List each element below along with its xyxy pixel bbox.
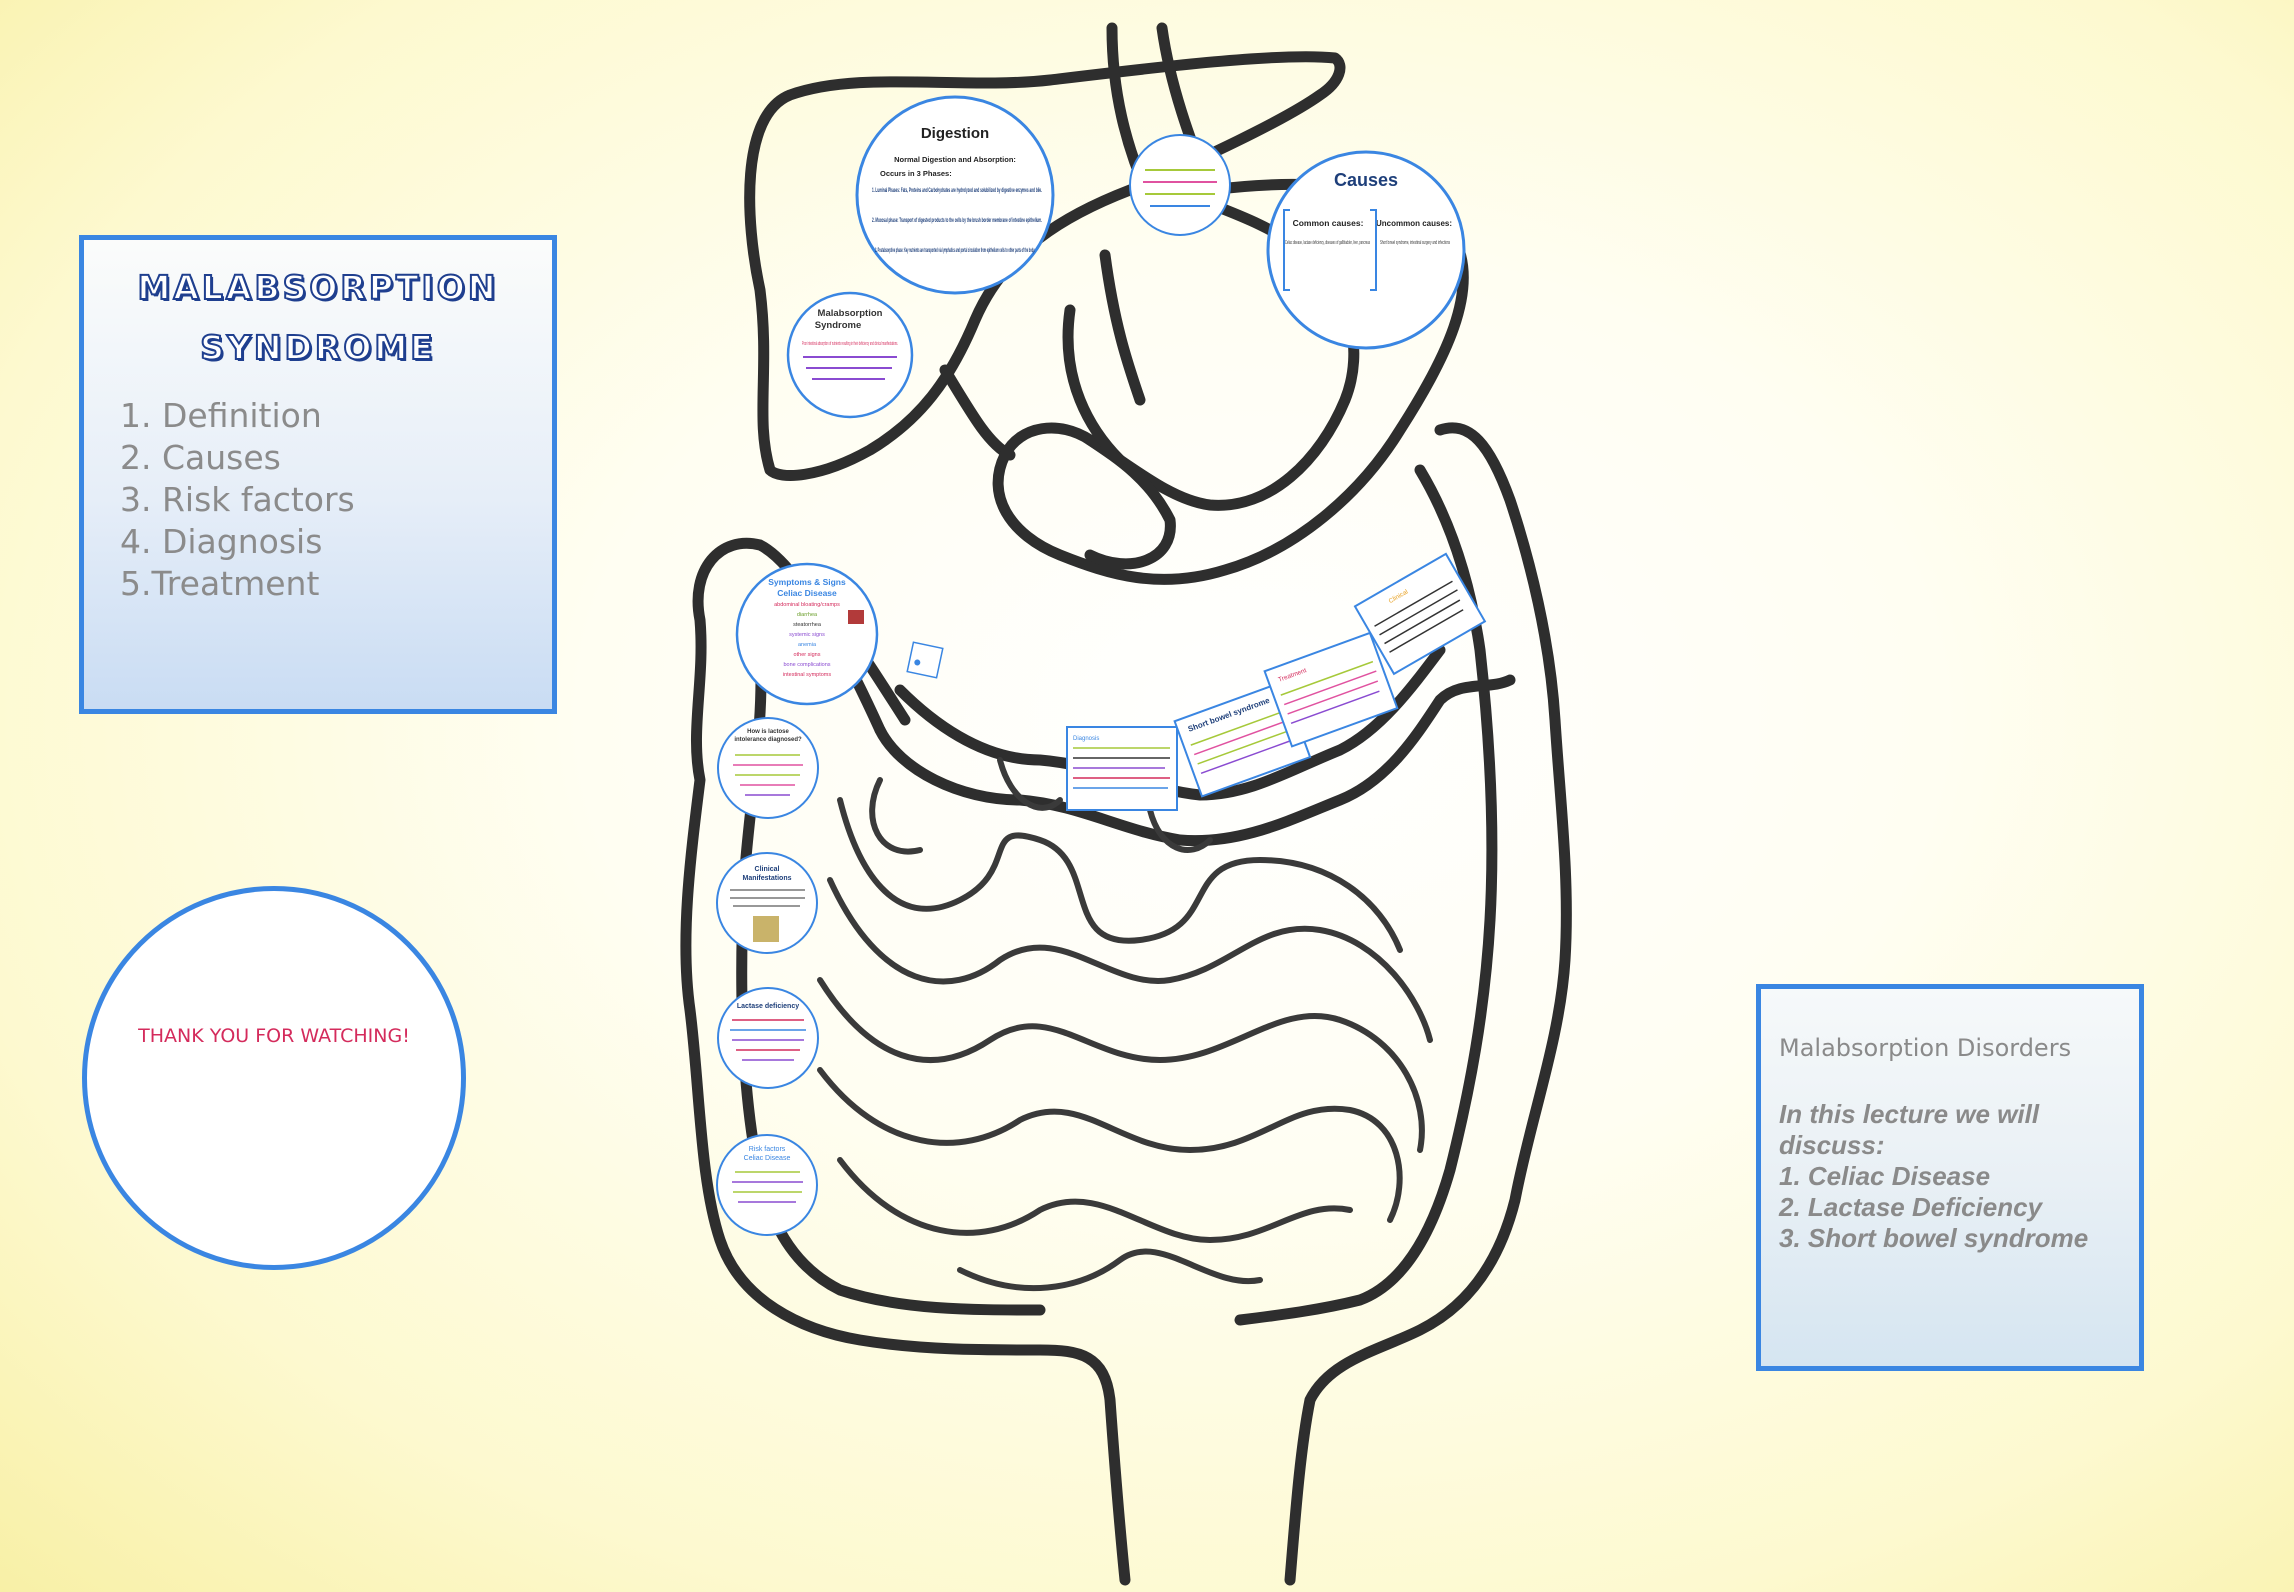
card-clinical: Clinical bbox=[1353, 552, 1487, 676]
risk-title-2: Celiac Disease bbox=[744, 1155, 791, 1162]
tolerance-title-1: How is lactose bbox=[747, 729, 789, 735]
digestion-phase-1: 1. Luminal Phases: Fats, Proteins and Ca… bbox=[872, 188, 1042, 194]
causes-title: Causes bbox=[1334, 170, 1398, 190]
thank-you-frame[interactable]: THANK YOU FOR WATCHING! bbox=[82, 886, 466, 1270]
small-intestine-coil bbox=[957, 1248, 1263, 1292]
clinical-title-2: Manifestations bbox=[742, 875, 791, 882]
causes-uncommon-title: Uncommon causes: bbox=[1376, 219, 1452, 228]
celiac-item: systemic signs bbox=[789, 632, 825, 638]
clinical-title-1: Clinical bbox=[755, 866, 780, 873]
stomach-outline bbox=[992, 178, 1469, 585]
intro-line: 1. Celiac Disease bbox=[1779, 1161, 1991, 1191]
malabsorption-frame: Malabsorption Syndrome Poor intestinal a… bbox=[786, 291, 914, 419]
causes-uncommon-text: Short bowel syndrome, intestinal surgery… bbox=[1380, 240, 1450, 246]
clinical-manifestations-frame: Clinical Manifestations bbox=[716, 852, 818, 954]
celiac-item: anemia bbox=[798, 642, 817, 648]
agenda-item-causes[interactable]: 2. Causes bbox=[120, 438, 281, 477]
tilted-note-card bbox=[906, 641, 944, 679]
celiac-item: diarrhea bbox=[797, 612, 818, 618]
digestion-frame: Digestion Normal Digestion and Absorptio… bbox=[855, 95, 1055, 295]
agenda-item-diagnosis[interactable]: 4. Diagnosis bbox=[120, 522, 323, 561]
malabsorption-title-1: Malabsorption bbox=[818, 308, 883, 319]
card-short-bowel: Short bowel syndrome bbox=[1173, 680, 1312, 798]
risk-factors-frame: Risk factors Celiac Disease bbox=[716, 1134, 818, 1236]
celiac-item: intestinal symptoms bbox=[783, 672, 832, 678]
intro-line: In this lecture we will discuss: bbox=[1779, 1099, 2040, 1160]
intro-box[interactable]: Malabsorption Disorders In this lecture … bbox=[1756, 984, 2144, 1371]
notes-circle bbox=[1129, 134, 1231, 236]
celiac-title-2: Celiac Disease bbox=[777, 588, 837, 598]
lactase-title: Lactase deficiency bbox=[737, 1003, 799, 1010]
stomach-inner-fold bbox=[1084, 434, 1176, 570]
duodenum-outline bbox=[1062, 249, 1146, 466]
celiac-symptoms-frame: Symptoms & Signs Celiac Disease abdomina… bbox=[735, 562, 879, 706]
small-intestine-coil bbox=[817, 977, 1425, 1153]
digestion-phase-2: 2. Mucosal phase: Transport of digested … bbox=[872, 218, 1042, 224]
digestion-subtitle: Normal Digestion and Absorption: bbox=[894, 155, 1016, 164]
risk-title-1: Risk factors bbox=[749, 1146, 786, 1153]
card-diagnosis-head: Diagnosis bbox=[1073, 736, 1099, 742]
agenda-list: 1. Definition 2. Causes 3. Risk factors … bbox=[120, 395, 355, 605]
intro-list: In this lecture we will discuss: 1. Celi… bbox=[1779, 1099, 2139, 1254]
small-intestine-coil bbox=[817, 1067, 1403, 1223]
celiac-item: bone complications bbox=[783, 662, 830, 668]
title-line-2: SYNDROME bbox=[199, 327, 436, 368]
card-treatment: Treatment bbox=[1263, 631, 1399, 748]
malabsorption-text: Poor intestinal absorption of nutrients … bbox=[802, 341, 898, 347]
agenda-box[interactable]: MALABSORPTION SYNDROME 1. Definition 2. … bbox=[79, 235, 557, 714]
digestion-title: Digestion bbox=[921, 125, 989, 142]
causes-common-title: Common causes: bbox=[1293, 218, 1364, 228]
liver-inner-line bbox=[939, 364, 1016, 461]
agenda-item-treatment[interactable]: 5.Treatment bbox=[120, 564, 320, 603]
small-intestine-coil bbox=[827, 877, 1433, 1043]
lactase-deficiency-frame: Lactase deficiency bbox=[717, 987, 819, 1089]
celiac-title-1: Symptoms & Signs bbox=[768, 577, 846, 587]
intro-line: 3. Short bowel syndrome bbox=[1779, 1223, 2089, 1253]
lactose-diagnosis-frame: How is lactose intolerance diagnosed? bbox=[717, 717, 819, 819]
tolerance-title-2: intolerance diagnosed? bbox=[734, 737, 802, 743]
small-intestine-coil bbox=[837, 1157, 1353, 1244]
intro-line: 2. Lactase Deficiency bbox=[1779, 1192, 2043, 1222]
title-line-1: MALABSORPTION bbox=[137, 267, 499, 308]
presentation-title: MALABSORPTION SYNDROME bbox=[84, 258, 552, 378]
malabsorption-title-2: Syndrome bbox=[815, 320, 861, 331]
celiac-item: steatorrhea bbox=[793, 622, 822, 628]
large-intestine-outline bbox=[680, 422, 1572, 1586]
small-intestine-coil bbox=[837, 797, 1403, 953]
causes-common-text: Celiac disease, lactase deficiency, dise… bbox=[1285, 240, 1370, 246]
thank-you-text: THANK YOU FOR WATCHING! bbox=[138, 1025, 410, 1047]
celiac-item: abdominal bloating/cramps bbox=[774, 602, 840, 608]
causes-frame: Causes Common causes: Celiac disease, la… bbox=[1266, 150, 1466, 350]
card-diagnosis: Diagnosis bbox=[1066, 726, 1178, 811]
transverse-colon-outline bbox=[874, 644, 1516, 847]
small-intestine-coil bbox=[869, 757, 1213, 855]
agenda-item-risk-factors[interactable]: 3. Risk factors bbox=[120, 480, 355, 519]
agenda-item-definition[interactable]: 1. Definition bbox=[120, 396, 322, 435]
intro-heading: Malabsorption Disorders bbox=[1779, 1034, 2072, 1062]
digestion-phase-3: 3. Postabsorptive phase: Key nutrients a… bbox=[875, 248, 1035, 254]
digestion-phases: Occurs in 3 Phases: bbox=[880, 169, 952, 178]
celiac-item: other signs bbox=[794, 652, 821, 658]
